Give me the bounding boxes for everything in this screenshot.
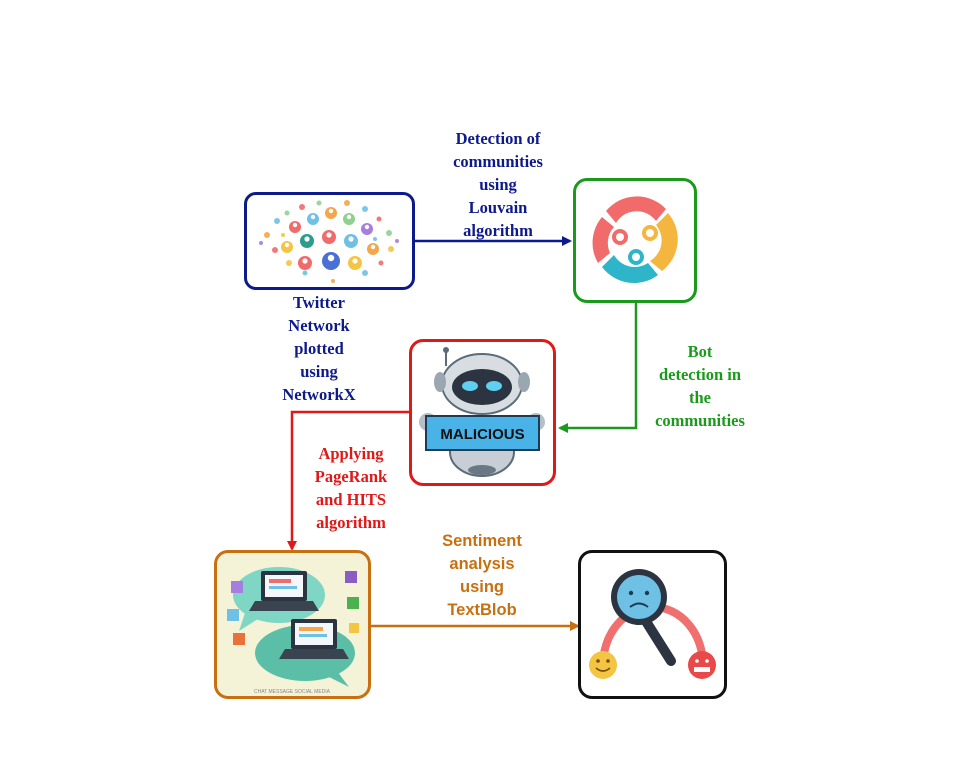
bot-detection-edge-label: Bot detection in the communities bbox=[655, 342, 745, 430]
louvain-edge-label: Detection of communities using Louvain a… bbox=[453, 129, 543, 240]
social-media-node: CHAT MESSAGE SOCIAL MEDIA bbox=[214, 550, 371, 699]
twitter-network-label: Twitter Network plotted using NetworkX bbox=[282, 293, 356, 404]
malicious-badge-text: MALICIOUS bbox=[440, 426, 524, 443]
malicious-bot-node: MALICIOUS bbox=[409, 339, 556, 486]
chat-social-media-icon: CHAT MESSAGE SOCIAL MEDIA bbox=[227, 567, 359, 695]
bot-detection-arrow bbox=[558, 302, 638, 433]
sentiment-analysis-edge-label: Sentiment analysis using TextBlob bbox=[442, 532, 522, 619]
sentiment-node bbox=[578, 550, 727, 699]
social-network-icon bbox=[259, 200, 399, 283]
social-media-caption: CHAT MESSAGE SOCIAL MEDIA bbox=[254, 689, 331, 695]
communities-node bbox=[573, 178, 697, 303]
sentiment-magnifier-icon bbox=[589, 569, 716, 679]
robot-icon: MALICIOUS bbox=[419, 347, 545, 477]
twitter-network-node bbox=[244, 192, 415, 290]
pagerank-edge-label: Applying PageRank and HITS algorithm bbox=[314, 444, 388, 532]
community-icon bbox=[592, 196, 678, 283]
